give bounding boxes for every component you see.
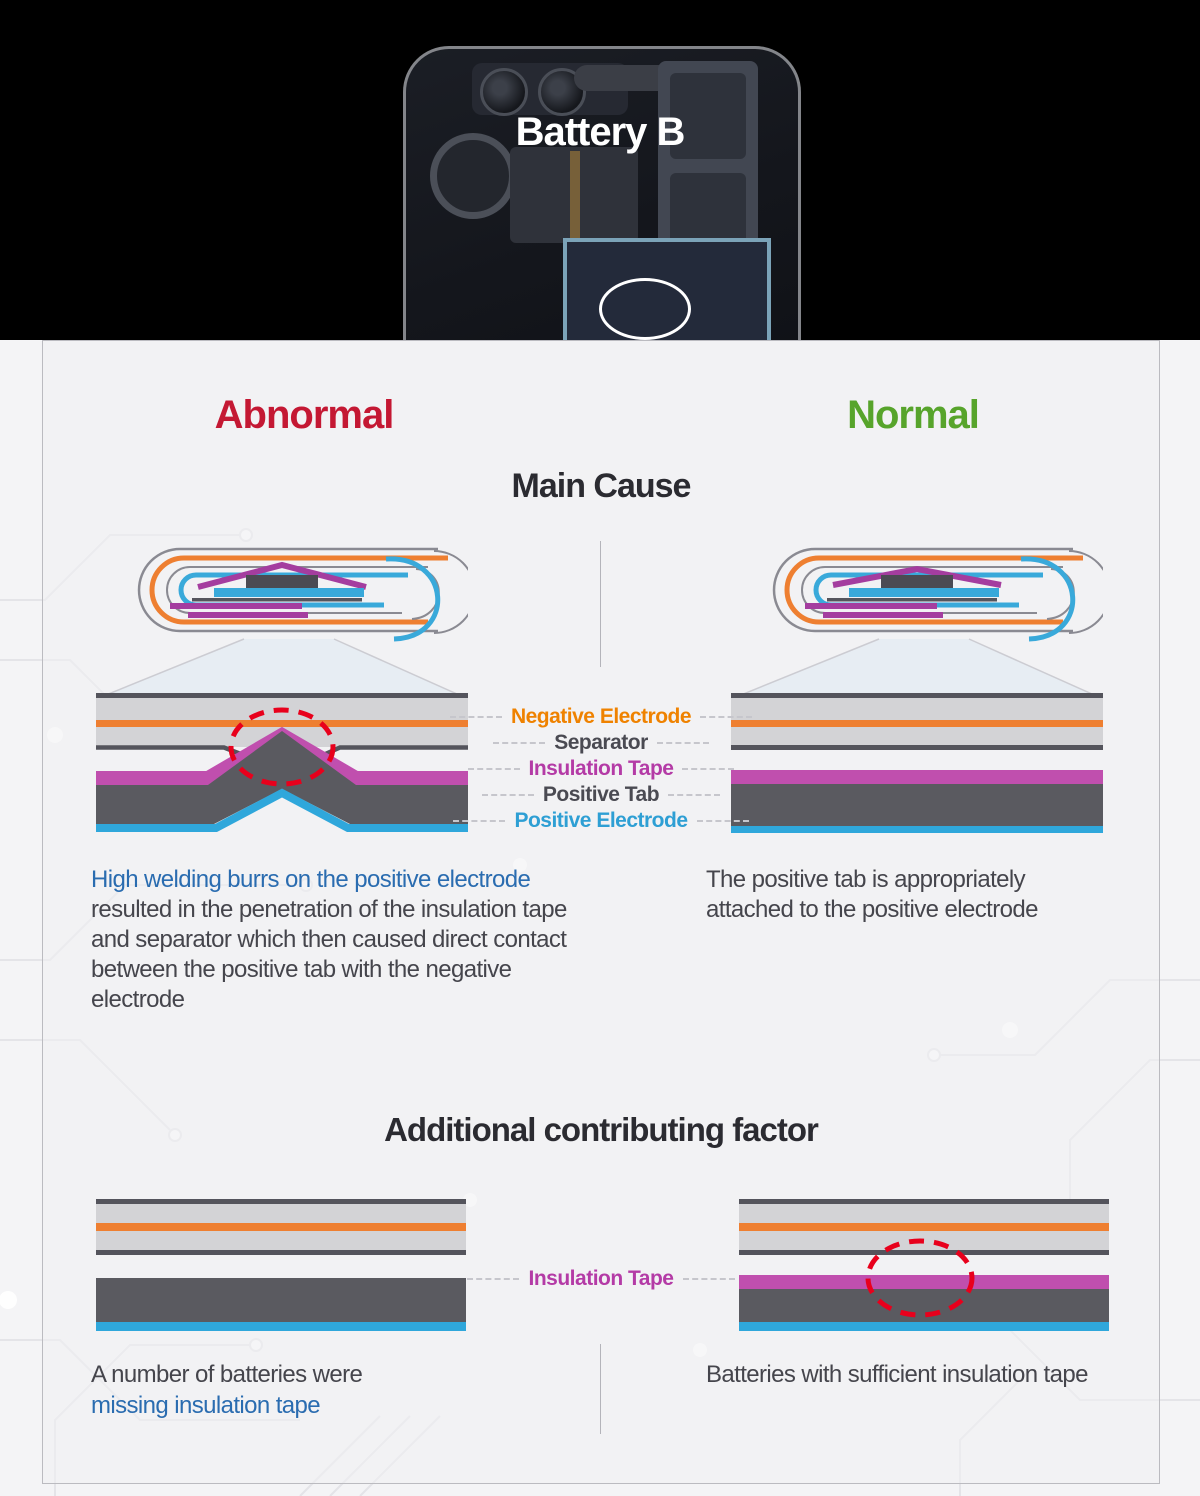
content-area: Abnormal Normal Main Cause [0, 340, 1200, 1496]
connector-dash [700, 716, 753, 718]
normal-description: The positive tab is appropriately attach… [706, 866, 1038, 923]
board-slot [670, 73, 746, 159]
connector-dash [449, 716, 502, 718]
missing-tape-caption-line1: A number of batteries were [91, 1361, 363, 1388]
insulation-tape-label: Insulation Tape [528, 757, 674, 780]
positive-tab-label: Positive Tab [542, 783, 660, 806]
insulation-tape-label-row: Insulation Tape [43, 1267, 1159, 1291]
insulation-tape-label-bottom: Insulation Tape [528, 1267, 674, 1290]
layer-label-row: Positive Tab [43, 782, 1159, 808]
layer-label-row: Negative Electrode [43, 704, 1159, 730]
abnormal-header: Abnormal [214, 393, 395, 437]
tape-highlight-circle [865, 1238, 975, 1318]
connector-dash [682, 768, 735, 770]
positive-electrode-label: Positive Electrode [514, 809, 688, 832]
connector-dash [481, 794, 534, 796]
gold-contact-strip [570, 151, 580, 239]
abnormal-description-highlight: High welding burrs on the positive elect… [91, 866, 531, 893]
main-cause-title: Main Cause [511, 467, 692, 505]
connector-dash [453, 820, 506, 822]
connector-dash [467, 768, 520, 770]
connector-dash [656, 742, 709, 744]
diagram-panel: Abnormal Normal Main Cause [42, 340, 1160, 1484]
abnormal-description: High welding burrs on the positive elect… [91, 865, 591, 1015]
layer-labels: Negative Electrode Separator Insulation … [43, 704, 1159, 834]
battery-highlight-ellipse [599, 278, 691, 340]
negative-electrode-label: Negative Electrode [510, 705, 692, 728]
missing-tape-diagram [96, 1199, 466, 1331]
additional-factor-title: Additional contributing factor [384, 1111, 819, 1148]
column-divider-bottom [600, 1344, 601, 1434]
top-band: Battery B [0, 0, 1200, 343]
defect-circle [228, 707, 336, 787]
connector-dash [668, 794, 721, 796]
circuit-board-block [658, 61, 758, 269]
layer-label-row: Positive Electrode [43, 808, 1159, 834]
connector-dash [466, 1278, 519, 1280]
normal-header: Normal [847, 393, 980, 437]
phone-internals-image [403, 46, 801, 343]
battery-outline [563, 238, 771, 343]
layer-label-row: Insulation Tape [43, 756, 1159, 782]
sufficient-tape-caption: Batteries with sufficient insulation tap… [706, 1361, 1088, 1388]
sufficient-tape-diagram [739, 1199, 1109, 1331]
connector-dash [683, 1278, 736, 1280]
abnormal-description-rest: resulted in the penetration of the insul… [91, 896, 567, 1013]
battery-title: Battery B [515, 110, 686, 154]
column-divider-top [600, 541, 601, 667]
layer-label-row: Separator [43, 730, 1159, 756]
connector-dash [696, 820, 749, 822]
connector-block [510, 147, 638, 243]
missing-tape-caption: A number of batteries were missing insul… [91, 1359, 521, 1421]
camera-lens-icon [480, 68, 528, 116]
separator-label: Separator [554, 731, 648, 754]
abnormal-battery-diagram [96, 547, 468, 832]
normal-battery-diagram [731, 547, 1103, 833]
missing-tape-caption-line2: missing insulation tape [91, 1392, 321, 1419]
connector-dash [493, 742, 546, 744]
